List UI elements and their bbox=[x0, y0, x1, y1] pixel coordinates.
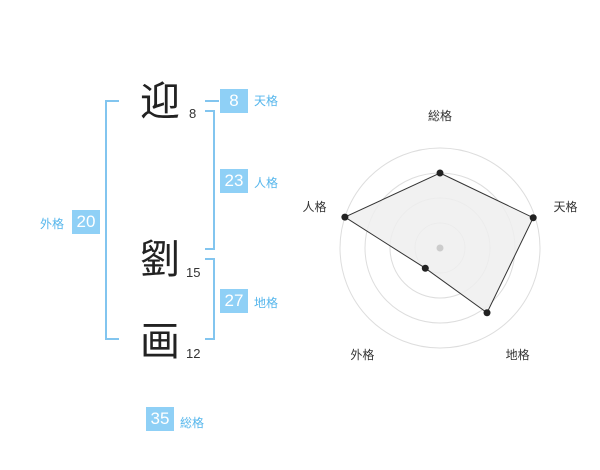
radar-point-5 bbox=[341, 213, 349, 221]
stroke-count-2: 15 bbox=[186, 265, 201, 280]
jinkaku-value: 23 bbox=[220, 169, 248, 193]
radar-center-dot bbox=[436, 244, 444, 252]
radar-ring bbox=[339, 147, 541, 349]
tenkaku-value: 8 bbox=[220, 89, 248, 113]
name-char-2: 劉 bbox=[140, 237, 180, 283]
gaikaku-bracket-bottom bbox=[105, 338, 119, 340]
name-char-3: 画 bbox=[140, 319, 180, 365]
gaikaku-bracket-top bbox=[105, 100, 119, 102]
jinkaku-bracket-bottom bbox=[205, 248, 215, 250]
radar-axis-label-5: 人格 bbox=[302, 199, 326, 214]
chikaku-bracket-bottom bbox=[205, 338, 215, 340]
radar-axis-label-3: 地格 bbox=[506, 347, 530, 362]
radar-point-1 bbox=[436, 169, 444, 177]
jinkaku-bracket-vertical bbox=[213, 110, 215, 250]
soukaku-label: 総格 bbox=[180, 416, 205, 430]
soukaku-value: 35 bbox=[146, 407, 174, 431]
name-char-1: 迎 bbox=[140, 79, 180, 125]
gaikaku-value: 20 bbox=[72, 210, 100, 234]
chikaku-bracket-top bbox=[205, 258, 215, 260]
radar-point-4 bbox=[421, 264, 429, 272]
gaikaku-bracket-vertical bbox=[105, 100, 107, 340]
stroke-count-1: 8 bbox=[189, 106, 197, 121]
tenkaku-label: 天格 bbox=[254, 94, 279, 108]
radar-point-2 bbox=[529, 214, 537, 222]
gaikaku-label: 外格 bbox=[40, 217, 65, 231]
jinkaku-label: 人格 bbox=[254, 176, 279, 190]
tenkaku-tick bbox=[205, 100, 219, 102]
stroke-count-3: 12 bbox=[186, 346, 201, 361]
radar-points bbox=[341, 169, 537, 317]
radar-axis-label-2: 天格 bbox=[554, 199, 578, 214]
chikaku-label: 地格 bbox=[254, 296, 279, 310]
radar-area bbox=[343, 172, 534, 314]
chikaku-bracket-vertical bbox=[213, 258, 215, 340]
radar-point-3 bbox=[483, 309, 491, 317]
radar-axis-label-1: 総格 bbox=[428, 108, 452, 123]
jinkaku-bracket-top bbox=[205, 110, 215, 112]
radar-axis-label-4: 外格 bbox=[350, 347, 374, 362]
chikaku-value: 27 bbox=[220, 289, 248, 313]
